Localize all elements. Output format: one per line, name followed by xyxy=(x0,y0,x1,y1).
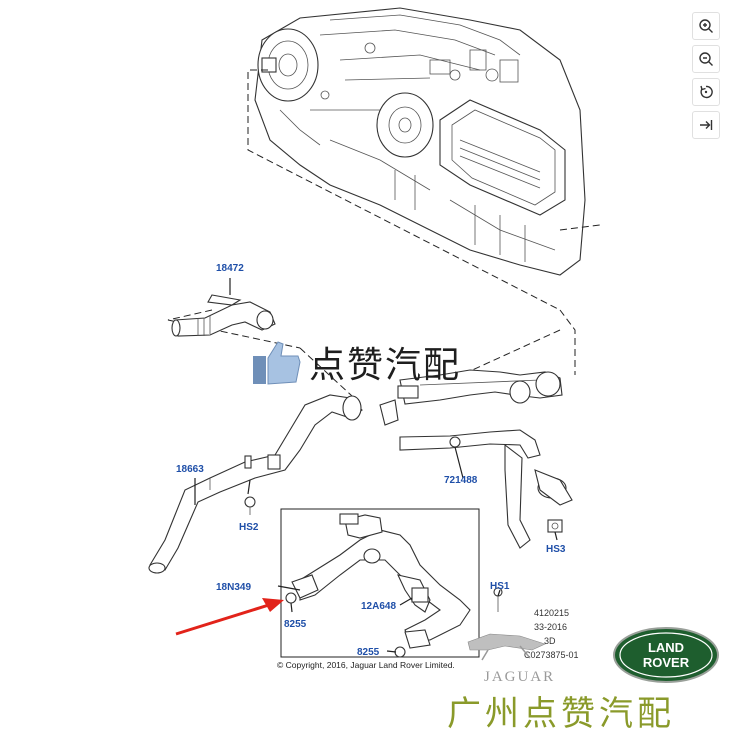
jaguar-logo: JAGUAR xyxy=(467,633,555,685)
thumbs-up-icon xyxy=(253,341,301,385)
viewer-toolbar xyxy=(692,12,720,144)
zoom-out-button[interactable] xyxy=(692,45,720,73)
watermark-center-text: 点赞汽配 xyxy=(309,345,462,386)
land-rover-logo: LAND ROVER xyxy=(613,627,719,683)
rover-text: ROVER xyxy=(643,655,690,670)
jaguar-wordmark: JAGUAR xyxy=(484,669,555,685)
callout-leaders xyxy=(194,278,558,653)
callout-8255-bottom: 8255 xyxy=(357,647,380,658)
copyright-text: © Copyright, 2016, Jaguar Land Rover Lim… xyxy=(277,660,455,670)
callout-18n349: 18N349 xyxy=(216,582,251,593)
reference-line-3: 3D xyxy=(544,636,556,646)
rotate-button[interactable] xyxy=(692,78,720,106)
callout-hs2: HS2 xyxy=(239,522,259,533)
reference-line-2: 33-2016 xyxy=(534,622,567,632)
hose-18663 xyxy=(148,394,363,574)
bracket-18n349 xyxy=(285,513,503,658)
pipe-assembly-upper xyxy=(379,369,573,549)
hose-18472 xyxy=(171,294,276,337)
fit-button[interactable] xyxy=(692,111,720,139)
hvac-unit-illustration xyxy=(254,7,586,276)
zoom-in-button[interactable] xyxy=(692,12,720,40)
dashed-leaders xyxy=(167,69,601,397)
callout-12a648: 12A648 xyxy=(361,601,396,612)
zoom-in-icon xyxy=(699,19,713,33)
red-pointer-arrow xyxy=(175,598,284,636)
zoom-out-icon xyxy=(699,52,713,66)
callout-8255-left: 8255 xyxy=(284,619,307,630)
watermark-center: 点赞汽配 xyxy=(250,336,461,388)
reference-line-1: 4120215 xyxy=(534,608,569,618)
watermark-bottom-text: 广州点赞汽配 xyxy=(447,694,675,734)
callout-721488: 721488 xyxy=(444,475,478,486)
fit-arrow-icon xyxy=(700,120,713,130)
inset-frame xyxy=(280,508,480,658)
callout-18472: 18472 xyxy=(216,263,244,274)
callout-hs1: HS1 xyxy=(490,581,510,592)
reference-line-4: C0273875-01 xyxy=(524,650,579,660)
callout-18663: 18663 xyxy=(176,464,204,475)
rotate-icon xyxy=(700,85,713,99)
callout-hs3: HS3 xyxy=(546,544,566,555)
land-rover-text: LAND xyxy=(648,640,684,655)
